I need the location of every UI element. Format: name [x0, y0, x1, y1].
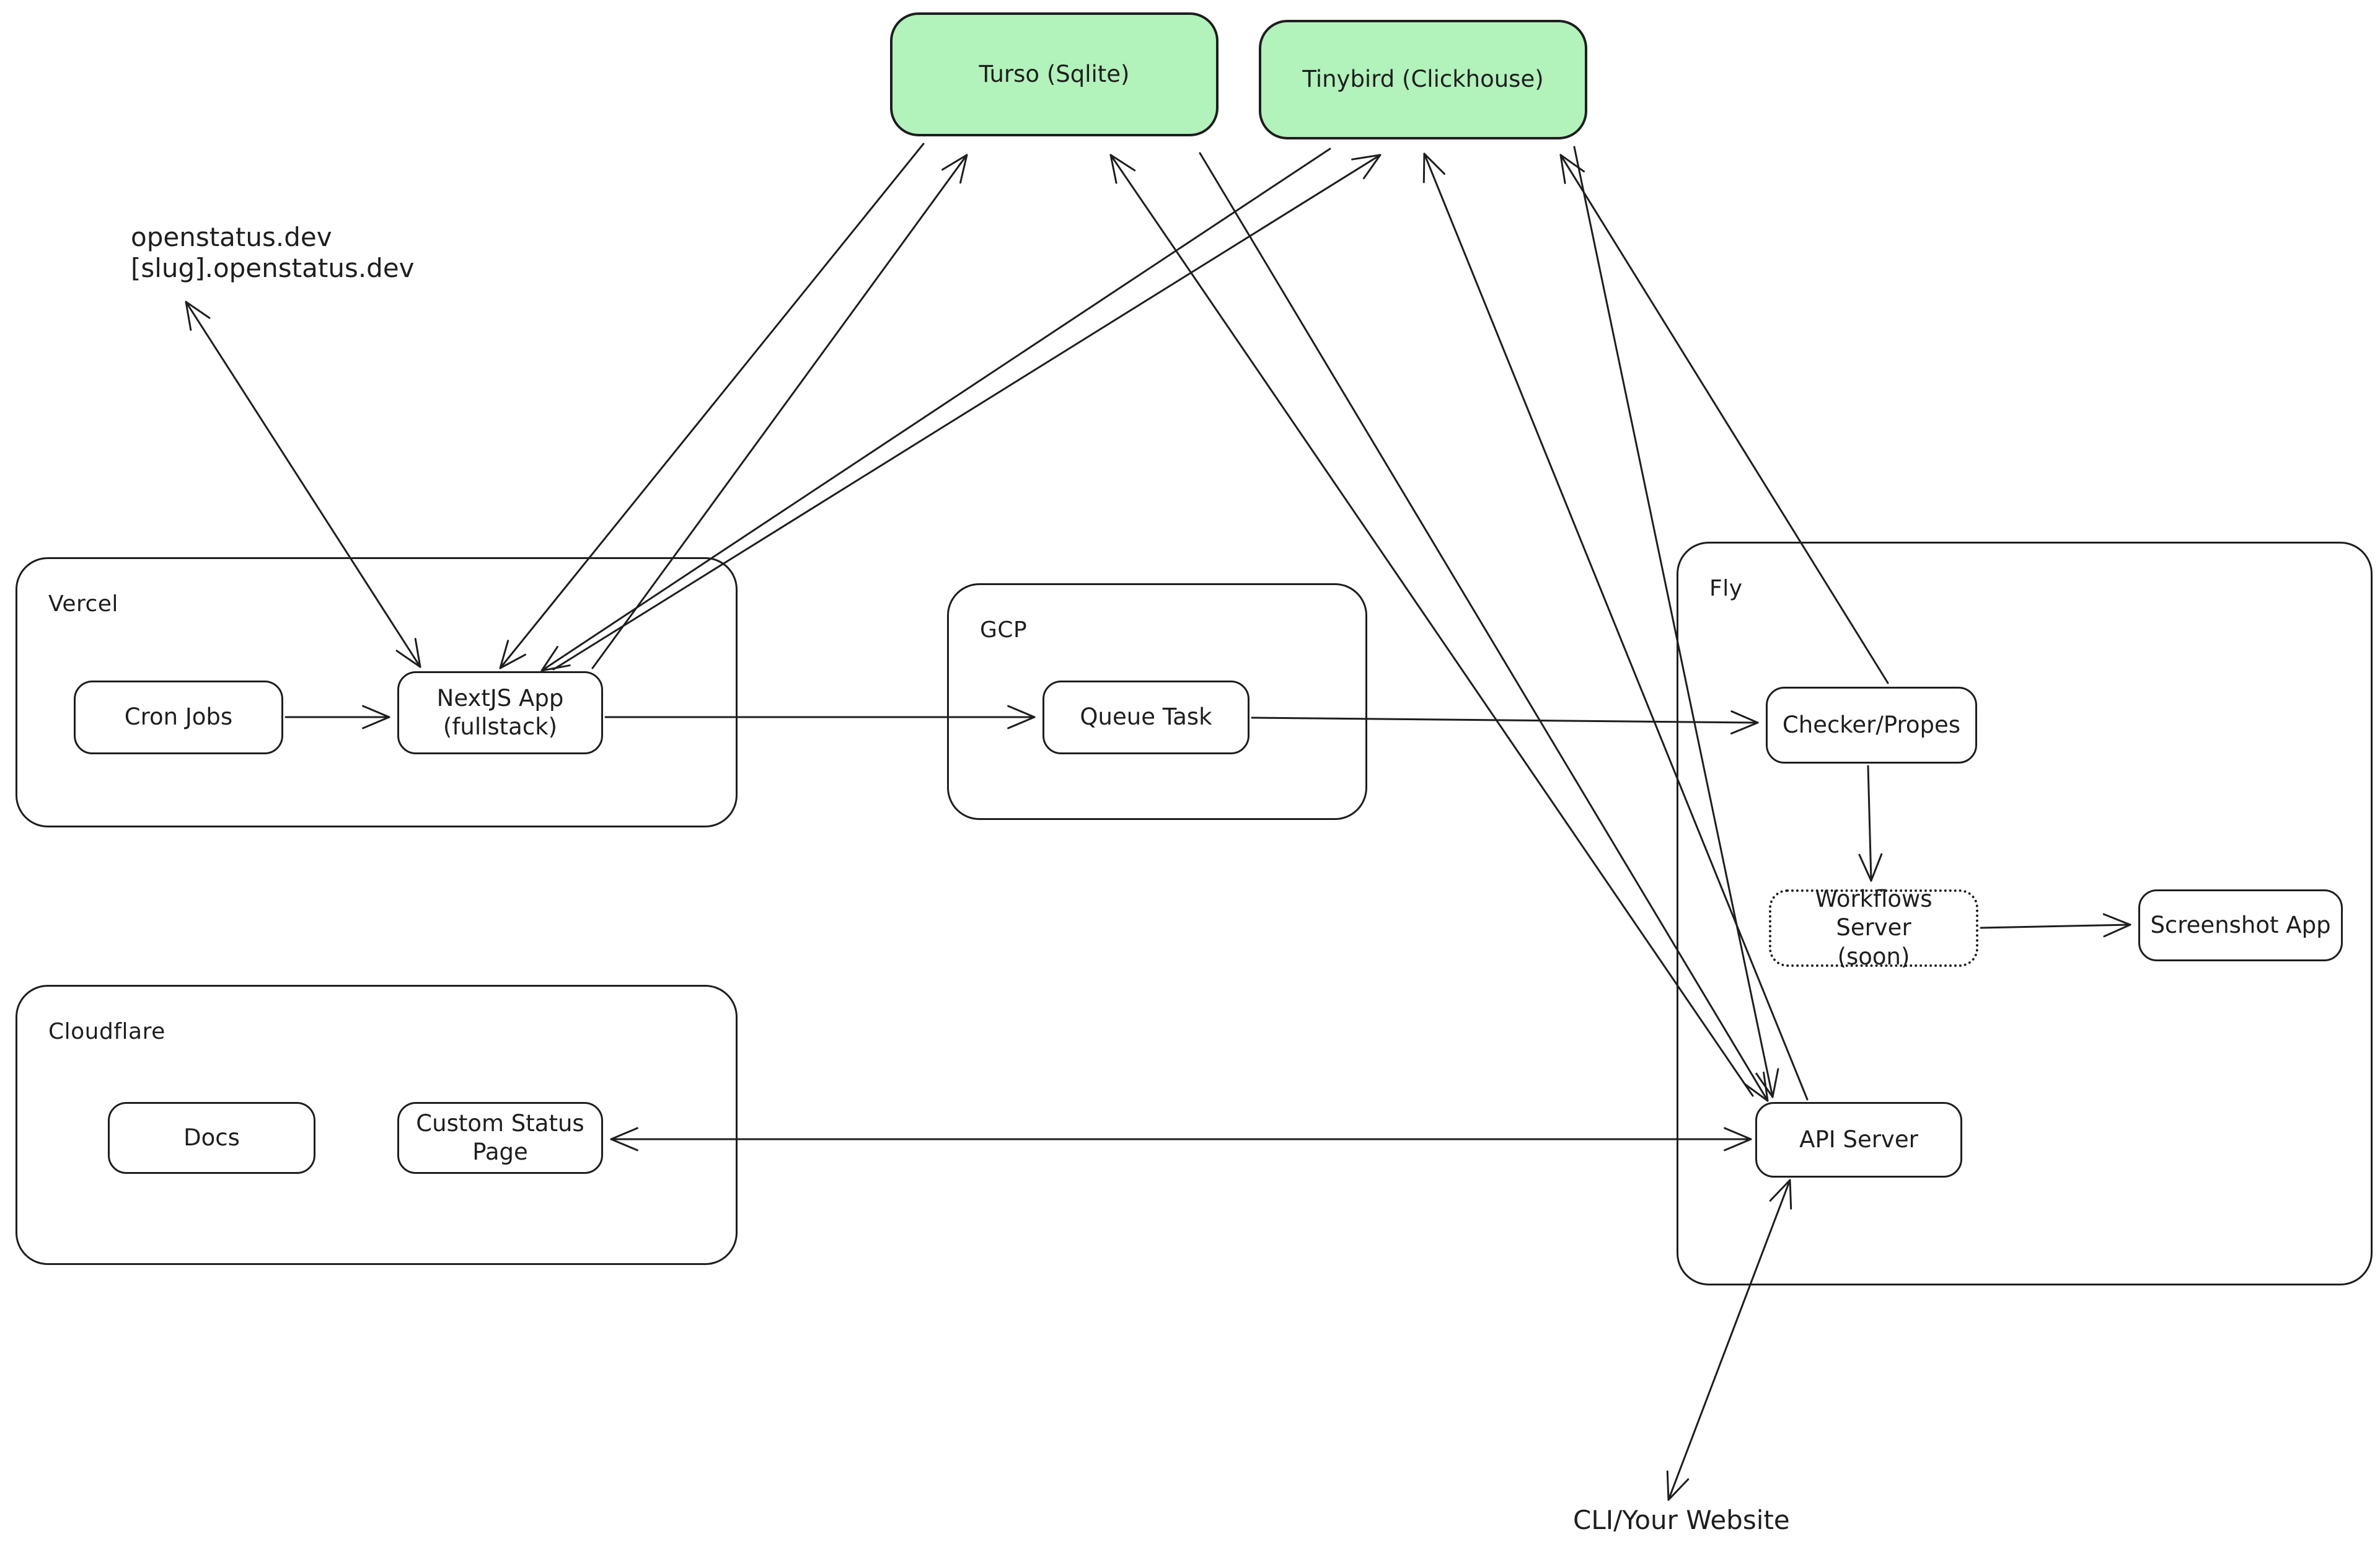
- checker-propes-node: Checker/Propes: [1766, 687, 1977, 764]
- edge-queue_task-to-checker-arrowhead: [1730, 710, 1759, 724]
- screenshot-app-node: Screenshot App: [2138, 889, 2343, 961]
- edge-nextjs_app-to-queue_task-arrowhead: [1007, 705, 1036, 718]
- edge-domains-to-nextjs_app-arrowhead: [414, 638, 421, 668]
- edge-turso-to-nextjs_app-arrowhead: [499, 640, 509, 669]
- edge-tinybird-to-nextjs_app-arrowhead: [540, 664, 571, 672]
- fly-container: Fly: [1677, 542, 2373, 1285]
- edge-nextjs_app-to-turso-arrowhead: [941, 154, 968, 171]
- workflows-server-node: Workflows Server (soon): [1769, 886, 1978, 970]
- turso-database-node: Turso (Sqlite): [890, 12, 1219, 136]
- edge-api_server-to-tinybird: [1423, 152, 1809, 1101]
- cli-your-website-text: CLI/Your Website: [1573, 1505, 1790, 1535]
- edge-api_server-to-tinybird-arrowhead: [1423, 152, 1446, 175]
- edge-checker-to-workflows_server: [1867, 765, 1872, 882]
- edge-nextjs_app-to-turso-arrowhead: [959, 154, 968, 184]
- edge-api_server-to-cli-arrowhead-start: [1769, 1179, 1791, 1202]
- cron-jobs-label: Cron Jobs: [124, 703, 233, 731]
- edge-api_server-to-custom_status_page-arrowhead-start: [1724, 1138, 1752, 1152]
- custom-status-page-label: Custom Status Page: [416, 1109, 584, 1165]
- nextjs-app-node: NextJS App (fullstack): [397, 671, 603, 754]
- checker-propes-label: Checker/Propes: [1782, 711, 1961, 738]
- edge-nextjs_app-to-tinybird-arrowhead: [1362, 154, 1382, 180]
- edge-api_server-to-turso-arrowhead: [1109, 154, 1117, 184]
- edge-api_server-to-cli-arrowhead-start: [1789, 1179, 1792, 1210]
- queue-task-node: Queue Task: [1042, 681, 1250, 754]
- edge-turso-to-api_server: [1199, 152, 1769, 1102]
- edge-checker-to-tinybird: [1559, 154, 1889, 684]
- edge-tinybird-to-nextjs_app-arrowhead: [540, 646, 558, 672]
- domains-text: openstatus.dev [slug].openstatus.dev: [131, 222, 415, 283]
- edge-checker-to-workflows_server-arrowhead: [1870, 853, 1883, 882]
- edge-nextjs_app-to-tinybird: [552, 154, 1382, 671]
- edge-cron_jobs-to-nextjs_app-arrowhead: [362, 705, 390, 718]
- edge-api_server-to-turso-arrowhead: [1109, 154, 1136, 172]
- edge-cron_jobs-to-nextjs_app-arrowhead: [362, 716, 390, 729]
- edge-turso-to-api_server-arrowhead: [1743, 1083, 1769, 1102]
- api-server-node: API Server: [1755, 1102, 1962, 1178]
- docs-node: Docs: [108, 1102, 315, 1174]
- cloudflare-container: Cloudflare: [15, 985, 738, 1265]
- workflows-server-label: Workflows Server (soon): [1815, 886, 1933, 970]
- edge-workflows_server-to-screenshot_app: [1980, 923, 2131, 929]
- edge-workflows_server-to-screenshot_app-arrowhead: [2103, 923, 2131, 938]
- edge-domains-to-nextjs_app: [185, 301, 421, 668]
- edge-tinybird-to-api_server-arrowhead: [1771, 1068, 1779, 1098]
- gcp-container-label: GCP: [980, 617, 1028, 643]
- edge-checker-to-tinybird-arrowhead: [1559, 154, 1566, 184]
- api-server-label: API Server: [1799, 1126, 1918, 1153]
- nextjs-app-label: NextJS App (fullstack): [436, 684, 564, 740]
- edge-turso-to-nextjs_app: [499, 143, 925, 669]
- edge-tinybird-to-api_server: [1573, 146, 1774, 1098]
- cron-jobs-node: Cron Jobs: [74, 681, 283, 754]
- edge-tinybird-to-api_server-arrowhead: [1755, 1072, 1774, 1098]
- queue-task-label: Queue Task: [1080, 703, 1212, 731]
- gcp-container: GCP: [947, 583, 1367, 820]
- screenshot-app-label: Screenshot App: [2150, 911, 2331, 938]
- tinybird-label: Tinybird (Clickhouse): [1302, 66, 1544, 93]
- edge-api_server-to-custom_status_page-arrowhead: [610, 1127, 638, 1140]
- edge-domains-to-nextjs_app-arrowhead: [395, 650, 421, 668]
- edge-queue_task-to-checker: [1251, 716, 1759, 724]
- edge-api_server-to-cli: [1667, 1179, 1791, 1501]
- edge-api_server-to-cli-arrowhead: [1666, 1470, 1670, 1501]
- edge-nextjs_app-to-tinybird-arrowhead: [1351, 154, 1382, 161]
- vercel-container-label: Vercel: [48, 591, 118, 617]
- edge-checker-to-tinybird-arrowhead: [1559, 154, 1585, 173]
- edge-checker-to-workflows_server-arrowhead: [1858, 853, 1872, 882]
- custom-status-page-node: Custom Status Page: [397, 1102, 603, 1174]
- tinybird-database-node: Tinybird (Clickhouse): [1259, 20, 1587, 139]
- edge-turso-to-api_server-arrowhead: [1763, 1071, 1769, 1102]
- turso-label: Turso (Sqlite): [979, 60, 1130, 87]
- edge-domains-to-nextjs_app-arrowhead-start: [185, 301, 192, 331]
- edge-api_server-to-cli-arrowhead: [1667, 1478, 1690, 1501]
- edge-api_server-to-custom_status_page-arrowhead-start: [1724, 1127, 1752, 1140]
- cloudflare-container-label: Cloudflare: [48, 1019, 165, 1044]
- vercel-container: Vercel: [15, 557, 738, 827]
- fly-container-label: Fly: [1709, 576, 1743, 601]
- edge-api_server-to-custom_status_page-arrowhead: [610, 1138, 638, 1152]
- edge-turso-to-nextjs_app-arrowhead: [499, 653, 527, 669]
- edge-workflows_server-to-screenshot_app-arrowhead: [2102, 913, 2131, 926]
- edge-nextjs_app-to-turso: [591, 154, 968, 669]
- edge-tinybird-to-nextjs_app: [540, 148, 1331, 672]
- docs-label: Docs: [183, 1124, 240, 1151]
- edge-domains-to-nextjs_app-arrowhead-start: [185, 301, 211, 319]
- edge-api_server-to-turso: [1109, 154, 1754, 1097]
- edge-nextjs_app-to-queue_task-arrowhead: [1007, 716, 1036, 729]
- edge-queue_task-to-checker-arrowhead: [1730, 721, 1759, 734]
